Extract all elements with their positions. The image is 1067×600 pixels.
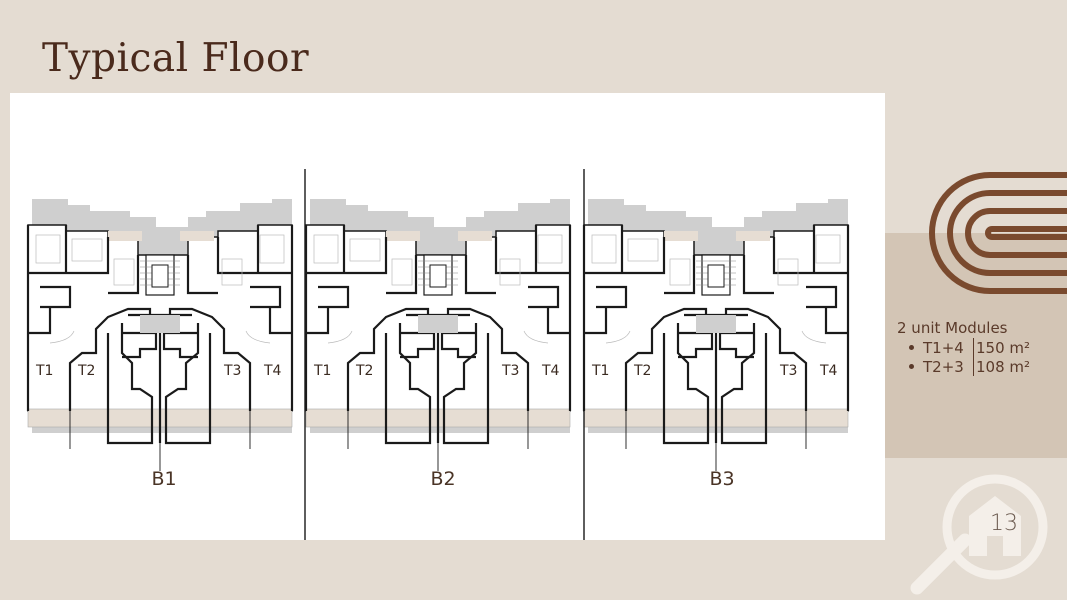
divider: [973, 357, 974, 376]
module-item: T2+3 108 m²: [909, 357, 1030, 376]
page-title: Typical Floor: [42, 36, 310, 81]
building-label-b2: B2: [430, 468, 456, 490]
bullet-icon: [909, 364, 914, 369]
module-types: T2+3: [923, 357, 964, 376]
building-label-b3: B3: [709, 468, 735, 490]
module-area: 108 m²: [976, 357, 1031, 376]
divider: [973, 338, 974, 357]
bullet-icon: [909, 345, 914, 350]
module-area: 150 m²: [976, 338, 1031, 357]
modules-heading: 2 unit Modules: [897, 319, 1008, 337]
module-types: T1+4: [923, 338, 964, 357]
concentric-arc-icon: [929, 172, 1067, 294]
building-label-b1: B1: [151, 468, 177, 490]
floor-plan-drawing: T1 T2 T3 T4: [26, 169, 850, 540]
home-search-icon: [910, 474, 1048, 595]
module-item: T1+4 150 m²: [909, 338, 1030, 357]
modules-list: T1+4 150 m² T2+3 108 m²: [897, 338, 1030, 376]
floor-plan-panel: T1 T2 T3 T4: [10, 93, 885, 540]
page-number: 13: [990, 511, 1018, 536]
unit-modules-info: 2 unit Modules T1+4 150 m² T2+3 108 m²: [897, 319, 1030, 376]
